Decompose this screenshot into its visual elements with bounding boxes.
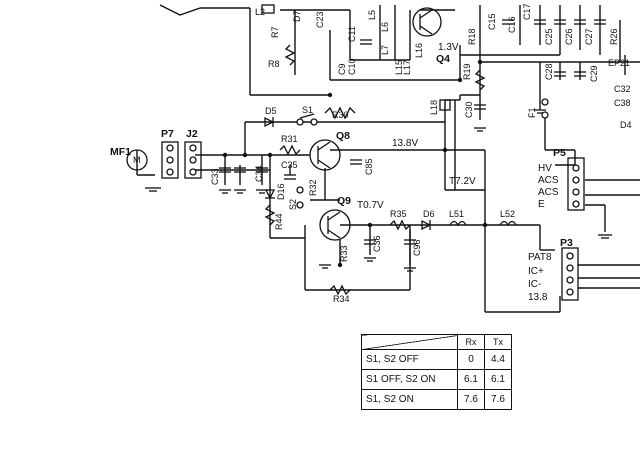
label-p3: P3 [560,237,573,249]
label-c26: C26 [564,28,574,45]
label-t-voltage: T0.7V [357,200,384,211]
label-motor: M [133,155,141,165]
label-c27: C27 [584,28,594,45]
label-r18: R18 [467,28,477,45]
label-d5: D5 [265,106,277,116]
label-p5-pin-4: E [538,199,545,210]
label-l2: L2 [255,7,265,17]
table-row: S1, S2 ON 7.6 7.6 [361,389,512,410]
label-c11: C11 [347,26,357,42]
label-l7: L7 [380,45,390,55]
label-mf1: MF1 [110,146,131,158]
label-f1: F1 [527,107,537,118]
label-c33: C33 [210,168,220,185]
label-p5-pin-3: ACS [538,187,559,198]
table-row: S1 OFF, S2 ON 6.1 6.1 [361,369,512,390]
label-q4-voltage: 1.3V [438,42,459,53]
label-c96: C96 [412,239,422,256]
table-cell-rx: 6.1 [457,369,485,390]
label-r44: R44 [274,213,284,230]
label-d16: D16 [276,183,286,200]
label-d4: D4 [620,120,632,130]
label-s2: S2 [288,199,298,210]
table-header-rx: Rx [457,334,485,350]
label-r30: R30 [332,110,349,120]
label-ep21: EP21 [608,58,630,68]
label-c9: C9 [337,63,347,75]
wires [136,4,640,313]
label-c16: C16 [507,16,517,33]
label-l5: L5 [367,10,377,20]
table-cell-tx: 7.6 [484,389,512,410]
label-c28: C28 [544,63,554,80]
label-c85: C85 [364,158,374,175]
label-j2: J2 [186,128,198,140]
label-p3-pin-1: PAT8 [528,252,552,263]
label-q8: Q8 [336,130,350,142]
label-c10: C10 [347,58,357,75]
voltage-table: Rx Tx S1, S2 OFF 0 4.4 S1 OFF, S2 ON 6.1… [361,334,512,410]
label-c29: C29 [589,65,599,82]
label-r8: R8 [268,59,280,69]
label-r35: R35 [390,209,407,219]
label-d6: D6 [423,209,435,219]
table-cell-tx: 6.1 [484,369,512,390]
label-l18: L18 [429,100,439,115]
label-c34: C34 [254,165,264,182]
label-r33: R33 [339,245,349,262]
label-r19: R19 [462,63,472,80]
table-corner-cell [361,334,458,350]
label-c38: C38 [614,98,631,108]
label-c17: C17 [522,3,532,20]
table-cell-rx: 7.6 [457,389,485,410]
label-d7: D7 [292,10,302,22]
label-p3-pin-3: IC- [528,279,541,290]
table-cell-rx: 0 [457,349,485,370]
label-p5: P5 [553,147,566,159]
component-labels: L2 R7 D7 C23 L5 L6 L7 C11 C9 C10 L15 L17… [110,3,632,304]
table-row-label: S1 OFF, S2 ON [361,369,458,390]
table-row-label: S1, S2 OFF [361,349,458,370]
label-c36: C36 [372,235,382,252]
label-c30: C30 [464,101,474,118]
label-c23: C23 [315,11,325,28]
table-row-label: S1, S2 ON [361,389,458,410]
label-c32: C32 [614,84,631,94]
label-l52: L52 [500,209,515,219]
label-q9: Q9 [337,195,351,207]
label-l15: L15 [394,60,404,75]
label-r31: R31 [281,134,298,144]
label-p3-pin-4: 13.8 [528,292,548,303]
components [126,4,612,301]
label-c25: C25 [544,28,554,45]
table-header-tx: Tx [484,334,512,350]
label-r34: R34 [333,294,350,304]
label-p5-pin-1: HV [538,163,552,174]
label-r7: R7 [270,26,280,38]
label-l51: L51 [449,209,464,219]
label-rail-voltage: 13.8V [392,138,418,149]
label-t72: T7.2V [449,176,476,187]
label-r26: R26 [609,28,619,45]
table-row: S1, S2 OFF 0 4.4 [361,349,512,370]
table-cell-tx: 4.4 [484,349,512,370]
label-l16: L16 [414,43,424,58]
label-c35: C35 [281,160,298,170]
label-r32: R32 [308,179,318,196]
label-l17: L17 [402,60,412,75]
label-c15: C15 [487,13,497,30]
label-p7: P7 [161,128,174,140]
label-l6: L6 [380,22,390,32]
label-s1: S1 [302,105,313,115]
table-header-row: Rx Tx [361,334,512,350]
label-p5-pin-2: ACS [538,175,559,186]
label-q4: Q4 [436,53,450,65]
label-p3-pin-2: IC+ [528,266,544,277]
